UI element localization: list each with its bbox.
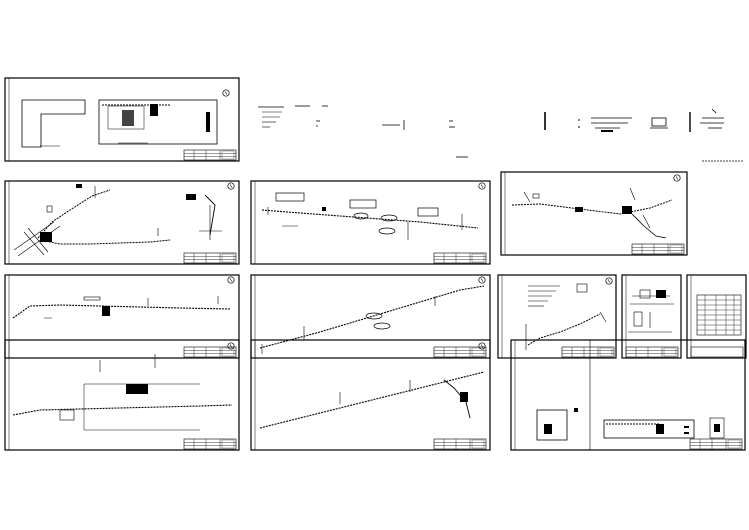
sheet-8 [621,274,682,359]
sheet-11 [250,339,491,451]
sheet-7 [497,274,617,359]
general-notes-block [258,105,744,162]
sheet-10 [4,339,240,451]
sheet-2 [4,180,240,265]
sheet-3 [250,180,491,265]
sheet-9 [686,274,747,359]
sheet-12 [510,339,746,451]
sheet-6 [250,274,491,359]
sheet-1 [4,77,240,162]
sheet-5 [4,274,240,359]
sheet-4 [500,171,688,256]
